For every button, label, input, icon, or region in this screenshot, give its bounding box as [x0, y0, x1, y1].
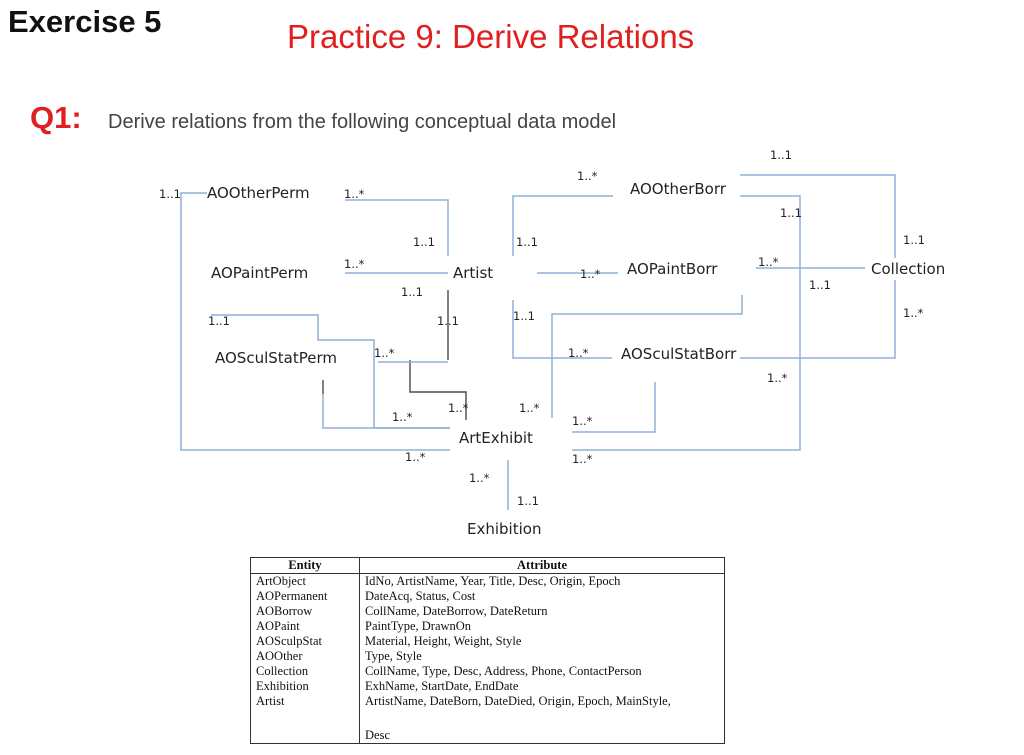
attribute-cell: CollName, Type, Desc, Address, Phone, Co… — [359, 664, 725, 679]
line-aootherperm-artexhibit — [180, 192, 450, 451]
mult-label: 1..1 — [437, 314, 459, 328]
entity-cell: AOPermanent — [250, 589, 360, 604]
entity-cell: Collection — [250, 664, 360, 679]
entity-cell: AOPaint — [250, 619, 360, 634]
mult-label: 1..* — [577, 169, 598, 183]
mult-label: 1..1 — [517, 494, 539, 508]
mult-label: 1..* — [469, 471, 490, 485]
entity-aosculstatborr: AOSculStatBorr — [621, 345, 737, 363]
entity-exhibition: Exhibition — [467, 520, 541, 538]
conceptual-data-model-diagram: AOOtherPerm AOPaintPerm AOSculStatPerm A… — [159, 148, 945, 538]
mult-label: 1..* — [519, 401, 540, 415]
table-header-row: Entity Attribute — [250, 557, 725, 574]
entity-cell: Artist — [250, 694, 360, 709]
table-row: AOSculpStat Material, Height, Weight, St… — [250, 634, 725, 649]
mult-label: 1..* — [392, 410, 413, 424]
mult-label: 1..1 — [513, 309, 535, 323]
mult-label: 1..1 — [809, 278, 831, 292]
table-row: AOOther Type, Style — [250, 649, 725, 664]
line-aosculstatborr-collection — [740, 280, 896, 359]
exercise-title: Exercise 5 — [8, 4, 162, 39]
table-row: Artist ArtistName, DateBorn, DateDied, O… — [250, 694, 725, 709]
mult-label: 1..* — [344, 257, 365, 271]
question-text: Derive relations from the following conc… — [108, 111, 617, 133]
mult-label: 1..1 — [770, 148, 792, 162]
entity-collection: Collection — [871, 260, 945, 278]
entity-cell: AOOther — [250, 649, 360, 664]
line-aosculstatborr-artexhibit — [572, 382, 656, 433]
table-row: AOPaint PaintType, DrawnOn — [250, 619, 725, 634]
line-aosculstatperm-artexhibit — [322, 394, 450, 429]
line-aopaintborr-artexhibit — [551, 295, 743, 418]
attribute-cell: Type, Style — [359, 649, 725, 664]
attribute-cell: Material, Height, Weight, Style — [359, 634, 725, 649]
line-artist-artexhibit — [409, 360, 467, 420]
mult-label: 1..* — [580, 267, 601, 281]
connector-lines — [180, 174, 896, 510]
table-header-entity: Entity — [250, 557, 360, 574]
attribute-cell: IdNo, ArtistName, Year, Title, Desc, Ori… — [359, 573, 725, 589]
mult-label: 1..1 — [401, 285, 423, 299]
entity-artist: Artist — [453, 264, 493, 282]
mult-label: 1..* — [758, 255, 779, 269]
entity-cell: Exhibition — [250, 679, 360, 694]
table-header-attribute: Attribute — [359, 557, 725, 574]
mult-label: 1..* — [572, 452, 593, 466]
entity-labels: AOOtherPerm AOPaintPerm AOSculStatPerm A… — [207, 180, 945, 538]
mult-label: 1..1 — [413, 235, 435, 249]
entity-cell: AOBorrow — [250, 604, 360, 619]
line-aopaintperm-artexhibit — [211, 314, 450, 429]
mult-label: 1..1 — [780, 206, 802, 220]
attribute-cell: Desc — [359, 709, 725, 744]
practice-title: Practice 9: Derive Relations — [287, 18, 695, 55]
table-row: AOPermanent DateAcq, Status, Cost — [250, 589, 725, 604]
line-aootherborr-collection — [740, 174, 896, 258]
attribute-cell: ExhName, StartDate, EndDate — [359, 679, 725, 694]
mult-label: 1..1 — [159, 187, 181, 201]
table-row: ArtObject IdNo, ArtistName, Year, Title,… — [250, 573, 725, 589]
multiplicity-labels: 1..1 1..* 1..1 1..* 1..1 1..1 1..1 1..* … — [159, 148, 925, 508]
mult-label: 1..1 — [903, 233, 925, 247]
line-artist-aosculstatborr — [512, 300, 612, 359]
entity-cell: ArtObject — [250, 573, 360, 589]
mult-label: 1..* — [448, 401, 469, 415]
table-row: AOBorrow CollName, DateBorrow, DateRetur… — [250, 604, 725, 619]
mult-label: 1..* — [767, 371, 788, 385]
attribute-cell: CollName, DateBorrow, DateReturn — [359, 604, 725, 619]
attribute-cell: ArtistName, DateBorn, DateDied, Origin, … — [359, 694, 725, 709]
entity-attribute-table: Entity Attribute ArtObject IdNo, ArtistN… — [250, 557, 725, 744]
table-row: Exhibition ExhName, StartDate, EndDate — [250, 679, 725, 694]
mult-label: 1..1 — [208, 314, 230, 328]
line-aootherborr-artexhibit — [572, 195, 801, 451]
entity-artexhibit: ArtExhibit — [459, 429, 533, 447]
line-artist-aootherborr — [512, 195, 613, 256]
entity-aootherborr: AOOtherBorr — [630, 180, 727, 198]
entity-aopaintperm: AOPaintPerm — [211, 264, 308, 282]
entity-cell — [250, 709, 360, 744]
entity-cell: AOSculpStat — [250, 634, 360, 649]
entity-aootherperm: AOOtherPerm — [207, 184, 310, 202]
entity-aopaintborr: AOPaintBorr — [627, 260, 718, 278]
line-aootherperm-artist — [345, 199, 449, 256]
table-row: Collection CollName, Type, Desc, Address… — [250, 664, 725, 679]
mult-label: 1..* — [568, 346, 589, 360]
mult-label: 1..* — [572, 414, 593, 428]
entity-aosculstatperm: AOSculStatPerm — [215, 349, 337, 367]
question-label: Q1: — [30, 100, 82, 135]
mult-label: 1..* — [344, 187, 365, 201]
attribute-cell: DateAcq, Status, Cost — [359, 589, 725, 604]
table-row: Desc — [250, 709, 725, 744]
mult-label: 1..1 — [516, 235, 538, 249]
mult-label: 1..* — [405, 450, 426, 464]
mult-label: 1..* — [903, 306, 924, 320]
mult-label: 1..* — [374, 346, 395, 360]
attribute-cell: PaintType, DrawnOn — [359, 619, 725, 634]
